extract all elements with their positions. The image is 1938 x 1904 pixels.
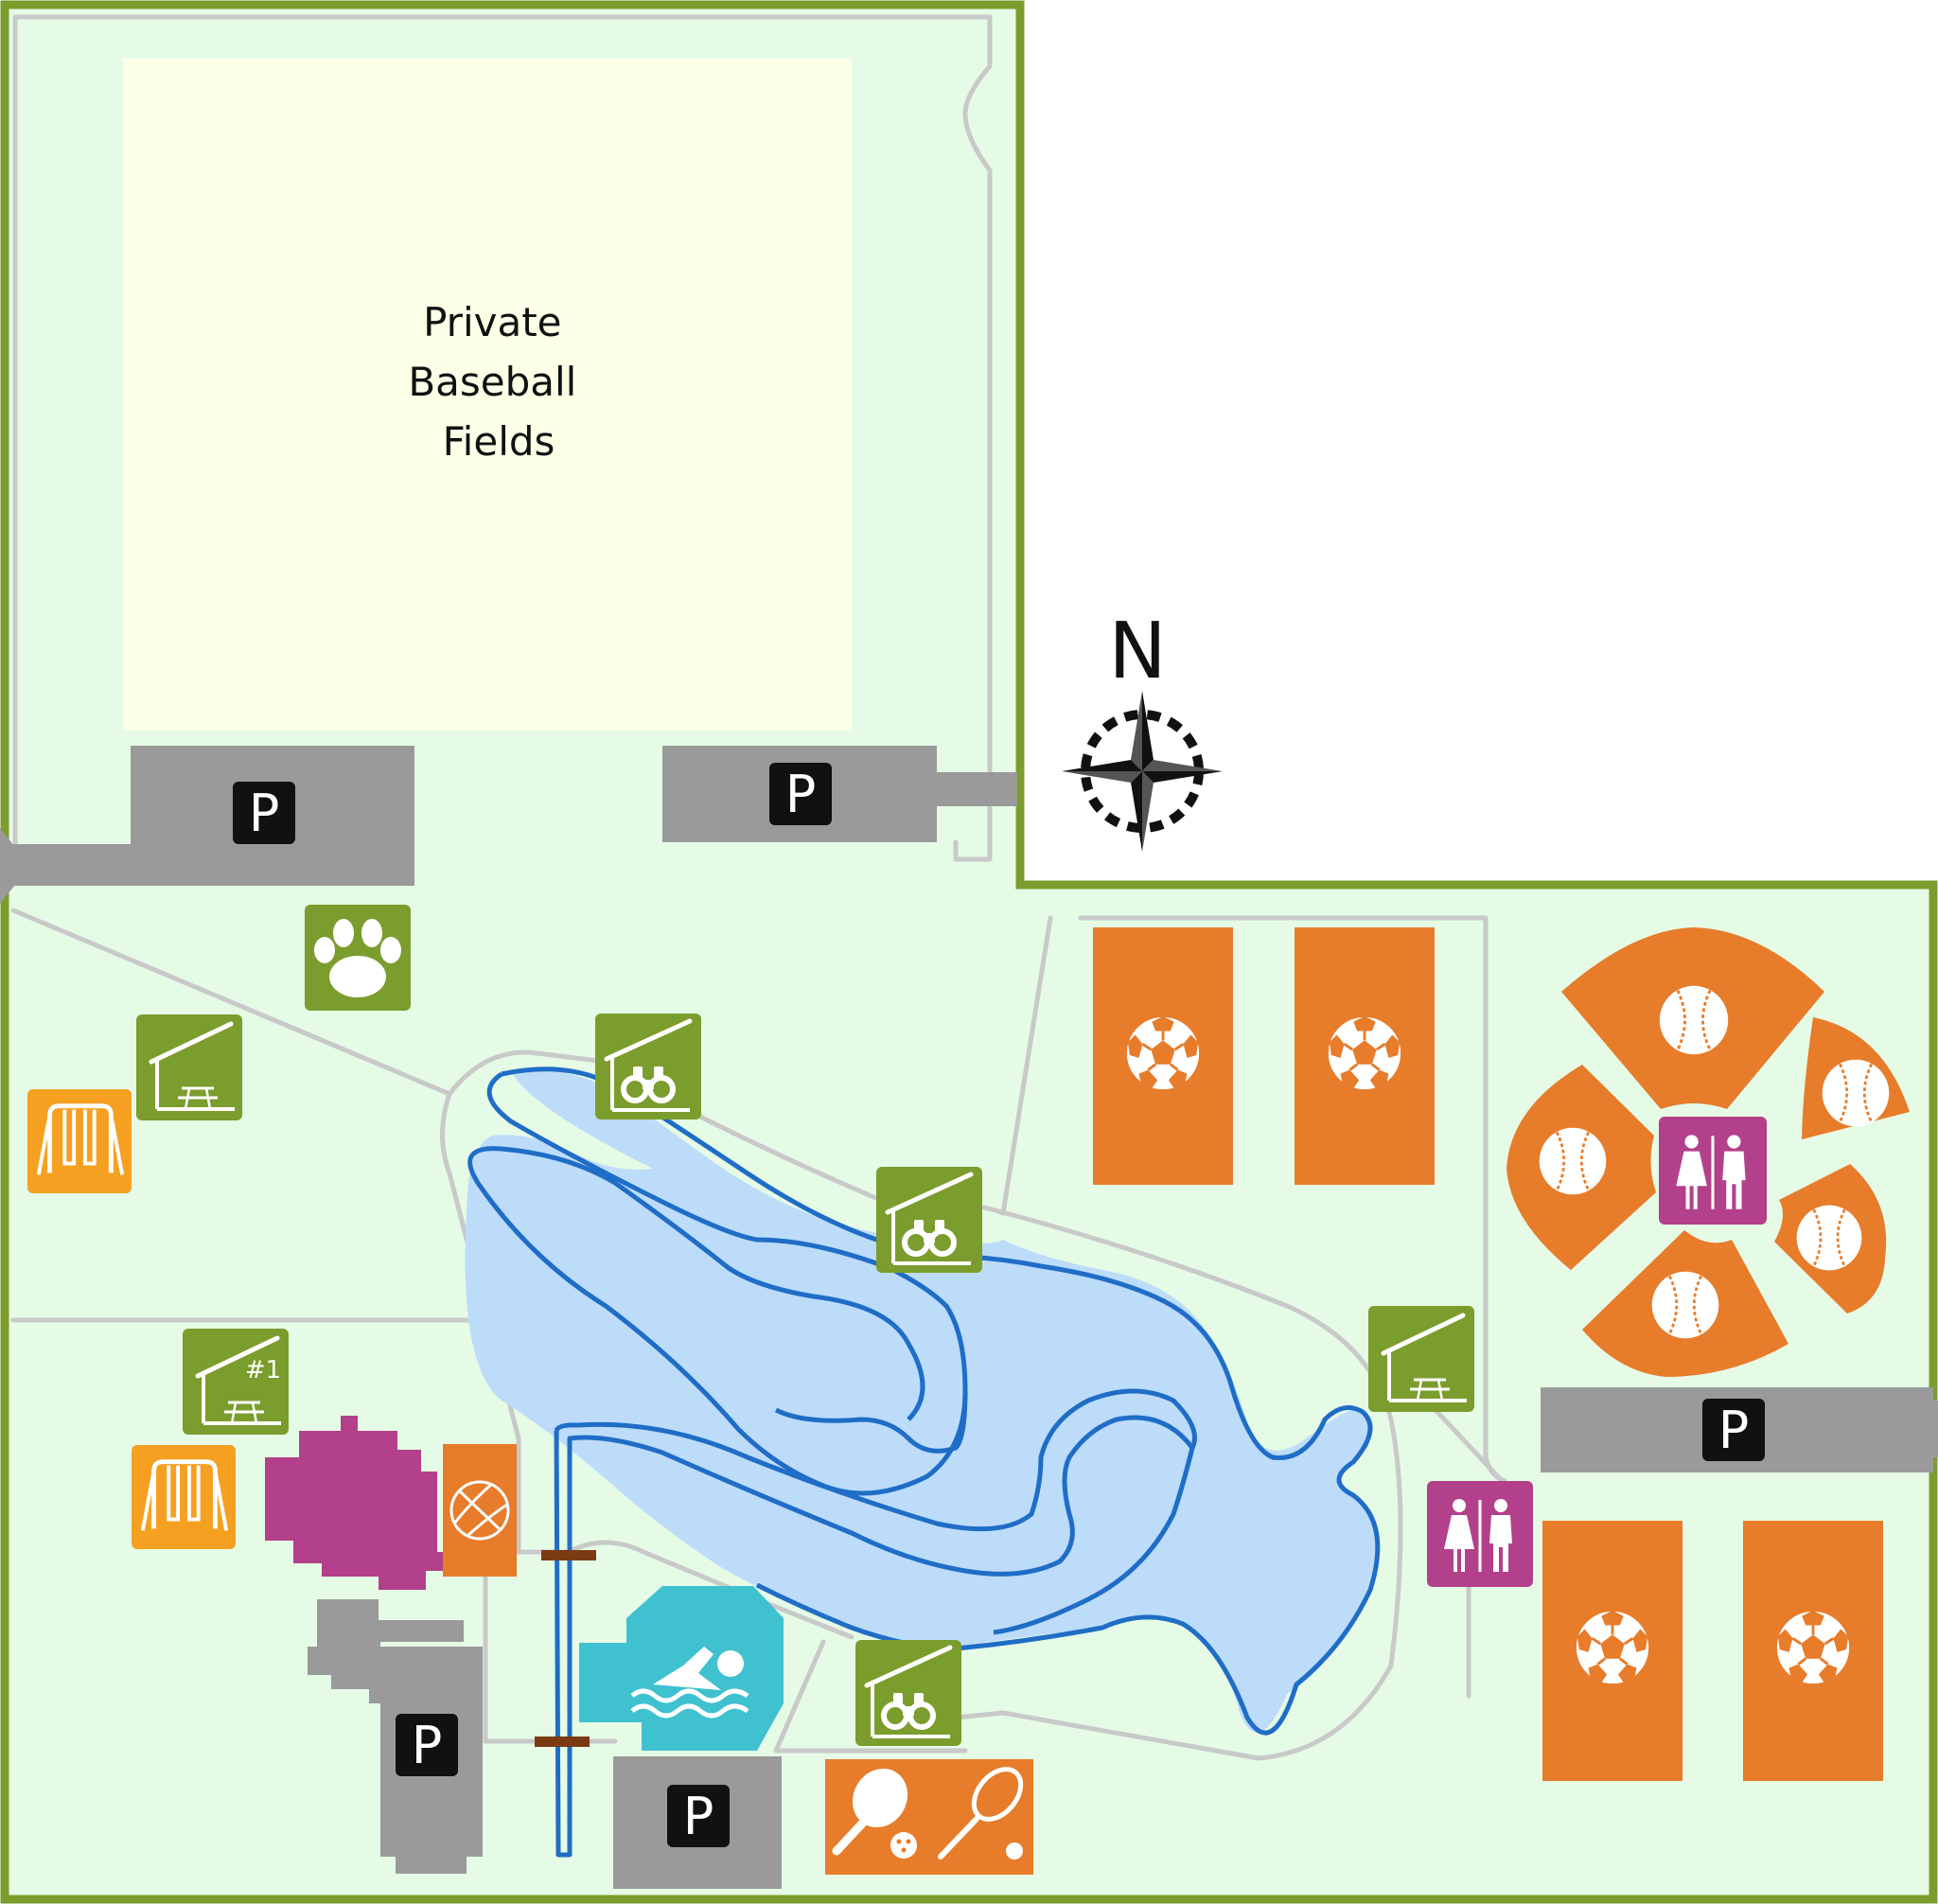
bird-blind-icon [876,1167,982,1273]
soccer-field-1 [1093,927,1233,1185]
soccer-ball-icon [1574,1609,1651,1686]
compass-rose-icon: N [1062,607,1223,852]
private-field-label: Private Baseball Fields [408,299,589,465]
soccer-ball-icon [1774,1609,1852,1686]
restroom-icon [1427,1481,1533,1587]
bird-blind-icon [595,1014,701,1119]
playground-swing-icon [27,1089,132,1193]
walking-paths [10,14,1509,1761]
community-building [265,1416,445,1590]
footbridge-north [541,1550,596,1560]
parking-label: P [683,1787,714,1846]
parking-sign-5: P [667,1785,730,1847]
tennis-racket-icon [938,1767,1024,1860]
parking-sign-4: P [396,1714,458,1776]
pickleball-tennis-courts [825,1759,1033,1875]
baseball-icon [1795,1204,1863,1272]
paw-icon [314,919,401,997]
parking-label: P [249,784,280,843]
baseball-icon [1821,1058,1891,1128]
picnic-shelter-icon [136,1014,242,1120]
soccer-field-2 [1295,927,1435,1185]
soccer-field-3 [1542,1521,1683,1781]
basketball-icon [449,1480,510,1541]
dog-park-sign [305,905,411,1011]
recreation-building [308,1599,464,1703]
soccer-ball-icon [1326,1014,1403,1092]
swimming-icon [630,1647,749,1719]
compass-north-label: N [1108,607,1166,696]
footbridge-south [535,1737,590,1747]
playground-swing-icon [132,1445,236,1549]
private-baseball-fields-area [123,59,852,731]
soccer-ball-icon [1124,1014,1202,1092]
parking-label: P [785,765,817,824]
parking-label: P [412,1716,443,1775]
parking-sign-3: P [1702,1399,1765,1461]
restroom-icon [1659,1117,1767,1225]
pickleball-paddle-icon [832,1768,917,1859]
soccer-field-4 [1743,1521,1883,1781]
baseball-icon [1650,1270,1720,1340]
picnic-shelter-icon [1368,1306,1474,1412]
baseball-icon [1658,984,1730,1056]
parking-label: P [1718,1401,1750,1460]
parking-sign-2: P [769,763,832,825]
parking-sign-1: P [233,782,295,844]
baseball-icon [1538,1126,1608,1196]
picnic-shelter-1: #1 [183,1329,289,1435]
bird-blind-icon [855,1640,961,1746]
swimming-pool [579,1586,784,1751]
shelter-number: #1 [245,1356,281,1384]
basketball-court [443,1444,517,1577]
